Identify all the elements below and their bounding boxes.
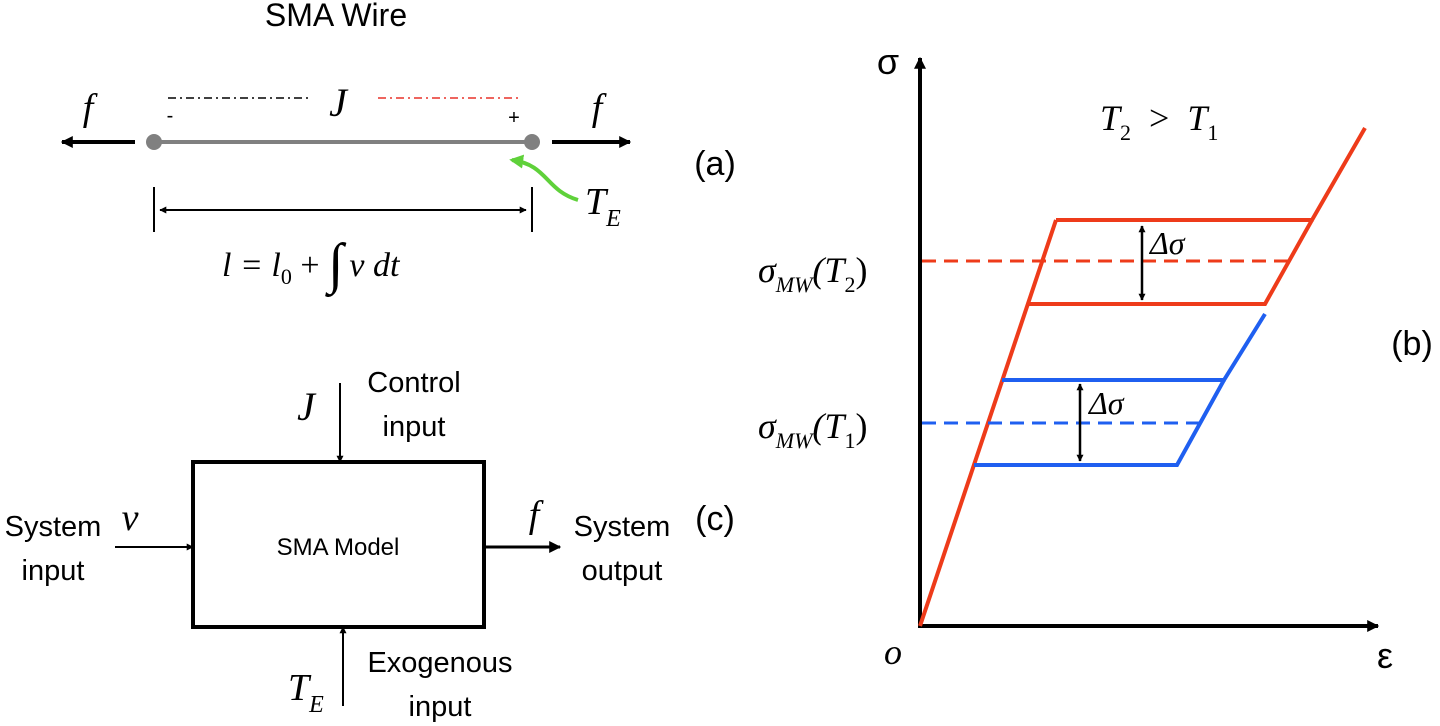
delta-sigma-label-t1: Δσ [1087,385,1125,421]
system-output-symbol: f [529,494,544,536]
control-input-label-2: input [383,411,446,443]
system-input-label-2: input [22,555,85,587]
minus-terminal: - [167,105,174,127]
hysteresis-loop-t2-lower [1029,219,1314,306]
y-axis-label: σ [877,41,899,82]
sigma-mw-t1-label: σMW(T1) [758,406,867,453]
delta-sigma-label-t2: Δσ [1148,225,1186,261]
control-input-symbol: J [297,384,317,429]
sigma-mw-t2-label: σMW(T2) [758,250,867,297]
panel-a-label: (a) [694,145,736,183]
exogenous-input-symbol: TE [288,667,324,718]
length-equation: l = l0 + ∫v dt [222,233,401,298]
exogenous-input-label-2: input [409,691,472,723]
hysteresis-loop-t1-lower [974,379,1226,467]
current-symbol: J [329,80,349,125]
origin-label: o [884,632,902,672]
ambient-temp-symbol: TE [585,181,621,232]
plus-terminal: + [508,107,520,129]
exogenous-input-label-1: Exogenous [367,647,512,679]
wire-end-left [146,134,162,150]
sma-model-title: SMA Model [277,534,400,561]
system-output-label-2: output [582,555,663,587]
left-force-symbol: f [83,87,98,129]
panel-c-label: (c) [695,500,735,538]
heat-input-arrow [509,154,579,202]
control-input-label-1: Control [367,367,461,399]
wire-end-right [524,134,540,150]
system-output-label-1: System [574,511,671,543]
panel-c-block: SMA Model J Control input v System input… [5,367,735,723]
panel-b-plot: σ ε o T2>T1 Δσ Δσ σMW(T2) σMW(T1) (b) [758,41,1433,676]
panel-a-wire: SMA Wire f f J - + TE l = l0 + ∫v dt (a) [60,0,736,298]
temperature-condition: T2>T1 [1100,98,1218,145]
wire-title: SMA Wire [265,0,407,33]
panel-b-label: (b) [1391,325,1433,363]
hysteresis-loop-t1 [1002,312,1267,382]
system-input-symbol: v [122,497,139,539]
system-input-label-1: System [5,511,102,543]
right-force-symbol: f [592,87,607,129]
x-axis-label: ε [1377,635,1393,676]
